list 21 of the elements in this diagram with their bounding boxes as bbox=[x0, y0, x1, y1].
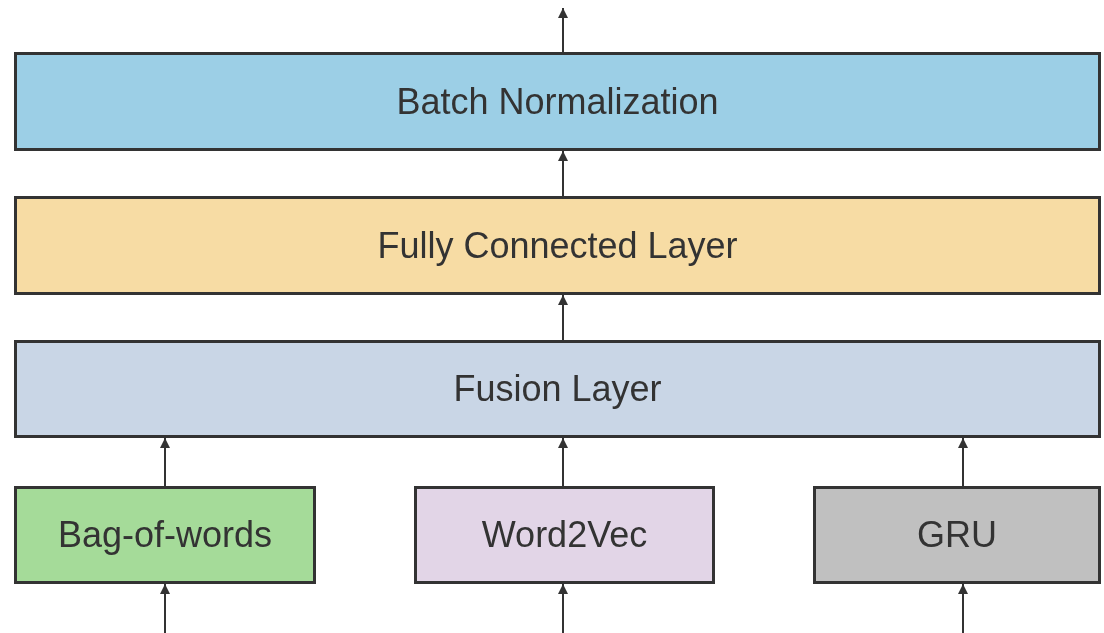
arrow bbox=[160, 583, 170, 633]
arrow bbox=[558, 7, 568, 53]
arrow bbox=[958, 437, 968, 487]
input-box bbox=[14, 486, 316, 584]
arrow bbox=[558, 437, 568, 487]
layer-label: Fully Connected Layer bbox=[377, 224, 738, 267]
arrow bbox=[958, 583, 968, 633]
layer-label: Word2Vec bbox=[481, 514, 648, 556]
arrow bbox=[558, 294, 568, 341]
layer-box bbox=[14, 340, 1101, 438]
arrow bbox=[558, 583, 568, 633]
arrow bbox=[160, 437, 170, 487]
layer-box bbox=[14, 52, 1101, 151]
layer-box bbox=[14, 196, 1101, 295]
layer-label: GRU bbox=[917, 514, 997, 556]
layer-label: Bag-of-words bbox=[57, 514, 273, 556]
input-box bbox=[813, 486, 1101, 584]
layer-label: Fusion Layer bbox=[453, 368, 662, 410]
layer-label: Batch Normalization bbox=[396, 80, 719, 123]
arrow bbox=[558, 150, 568, 197]
input-box bbox=[414, 486, 715, 584]
